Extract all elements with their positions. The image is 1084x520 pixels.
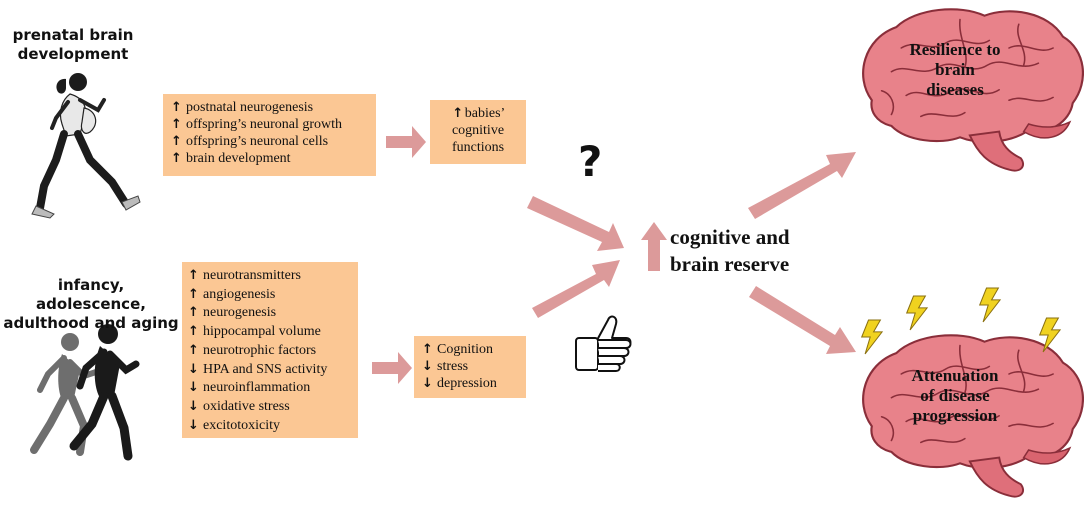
up-arrow-icon: ↑	[188, 305, 199, 321]
up-arrow-icon: ↑	[422, 342, 433, 357]
effect-item: ↑postnatal neurogenesis	[171, 100, 314, 115]
up-arrow-icon: ↑	[171, 117, 182, 132]
arrow-life-to-reserve	[532, 260, 620, 318]
life-effects-box: ↑neurotransmitters ↑angiogenesis ↑neurog…	[182, 262, 358, 438]
arrow-prenatal-to-reserve	[527, 196, 624, 251]
babies-cognition-box: ↑babies’ cognitive functions	[430, 100, 526, 164]
outcome-item: ↑Cognition	[422, 342, 494, 357]
attenuation-label: Attenuation of disease progression	[911, 366, 999, 425]
up-arrow-icon: ↑	[171, 151, 182, 166]
prenatal-label: prenatal brain development	[12, 26, 134, 63]
resilience-label: Resilience to brain diseases	[909, 40, 1001, 99]
arrow-reserve-to-attenuation	[749, 286, 856, 354]
down-arrow-icon: ↓	[188, 361, 199, 377]
effect-item: ↑neurogenesis	[188, 304, 358, 323]
down-arrow-icon: ↓	[188, 380, 199, 396]
effect-item: ↑offspring’s neuronal growth	[171, 117, 343, 132]
down-arrow-icon: ↓	[422, 376, 433, 391]
effect-item: ↓HPA and SNS activity	[188, 361, 358, 380]
up-arrow-icon: ↑	[188, 324, 199, 340]
up-arrow-icon: ↑	[188, 268, 199, 283]
up-arrow-icon: ↑	[452, 106, 464, 121]
outcome-item: ↓stress	[422, 359, 469, 374]
up-arrow-icon: ↑	[171, 134, 182, 149]
up-arrow-icon: ↑	[188, 286, 199, 302]
cognitive-reserve-label: cognitive and brain reserve	[670, 225, 790, 276]
effect-item: ↓neuroinflammation	[188, 379, 358, 398]
effect-item: ↑neurotrophic factors	[188, 342, 358, 361]
runners-icon	[30, 324, 140, 461]
arrow-prenatal-to-outcome	[386, 126, 426, 158]
effect-item: ↑neurotransmitters	[188, 267, 358, 286]
reserve-up-arrow	[641, 222, 667, 271]
effect-item: ↑brain development	[171, 151, 291, 166]
down-arrow-icon: ↓	[422, 359, 433, 374]
effect-item: ↑angiogenesis	[188, 286, 358, 305]
effect-item: ↑hippocampal volume	[188, 323, 358, 342]
prenatal-effects-box: ↑postnatal neurogenesis ↑offspring’s neu…	[163, 94, 376, 176]
thumbs-up-icon	[575, 315, 632, 372]
effect-item: ↑offspring’s neuronal cells	[171, 134, 329, 149]
effect-item: ↓excitotoxicity	[188, 417, 358, 436]
up-arrow-icon: ↑	[188, 342, 199, 358]
question-mark: ?	[578, 137, 603, 186]
outcome-item: ↓depression	[422, 376, 497, 391]
arrow-life-to-outcome	[372, 352, 412, 384]
pregnant-runner-icon	[31, 73, 141, 219]
life-stage-label: infancy, adolescence, adulthood and agin…	[3, 276, 179, 332]
effect-item: ↓oxidative stress	[188, 398, 358, 417]
up-arrow-icon: ↑	[171, 100, 182, 115]
life-outcomes-box: ↑Cognition ↓stress ↓depression	[414, 336, 526, 398]
down-arrow-icon: ↓	[188, 398, 199, 414]
down-arrow-icon: ↓	[188, 417, 199, 433]
arrow-reserve-to-resilience	[748, 152, 856, 219]
